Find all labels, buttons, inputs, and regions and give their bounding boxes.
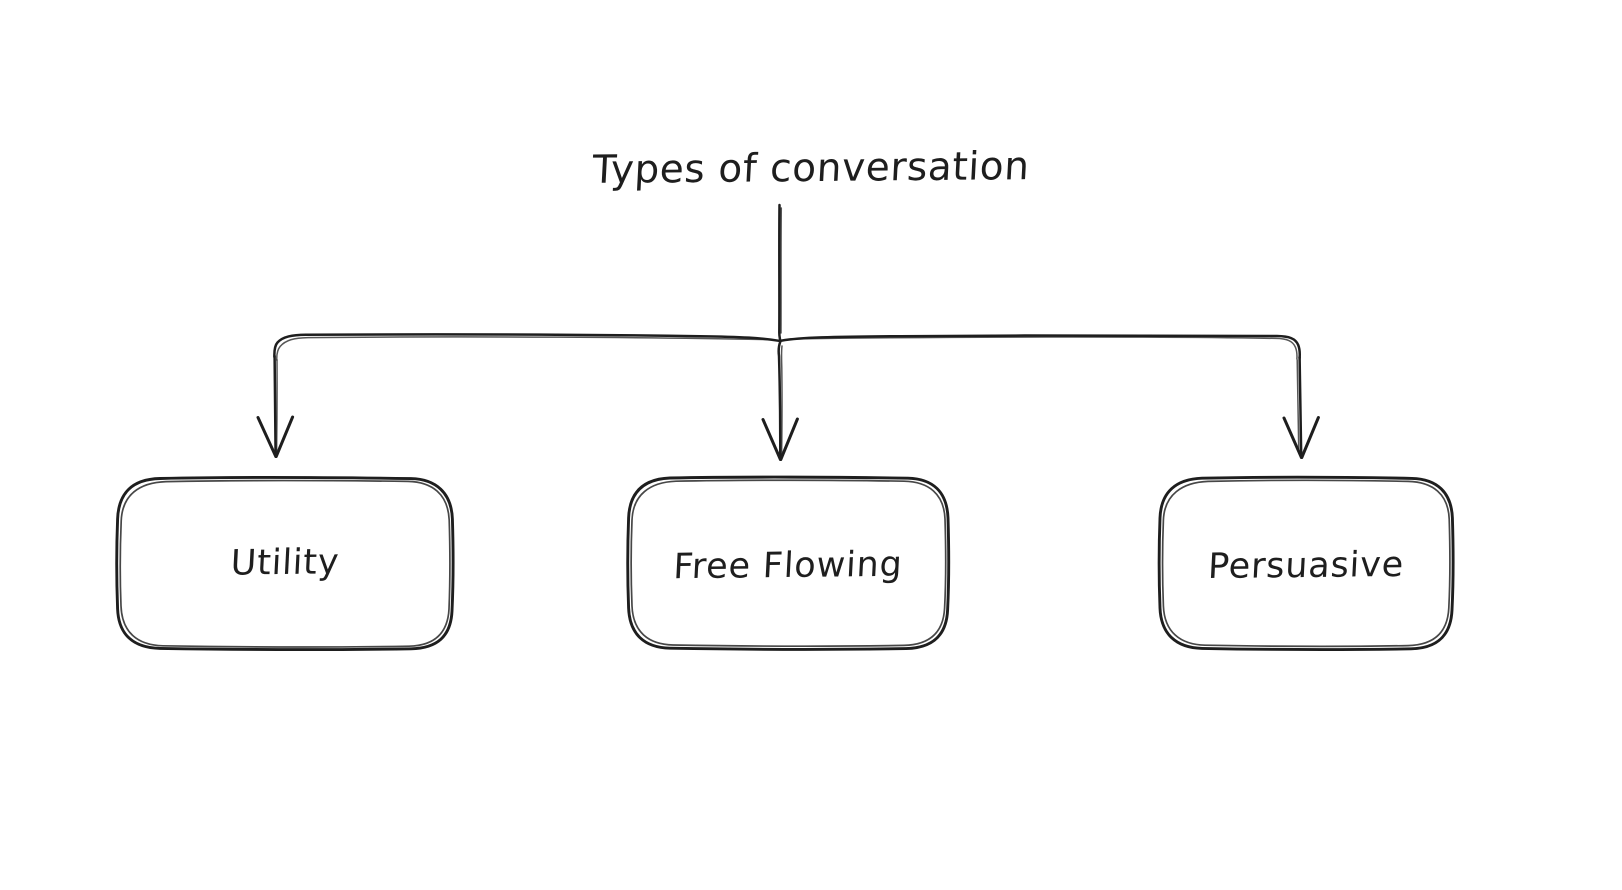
arrowhead-free-flowing — [761, 417, 799, 461]
connector-root-stem — [778, 203, 783, 342]
connector-drop-persuasive — [1296, 355, 1303, 458]
node-box-free-flowing[interactable] — [626, 475, 951, 651]
connector-drop-free-flowing — [777, 340, 783, 460]
node-label-free-flowing[interactable]: Free Flowing — [672, 544, 904, 588]
arrowhead-utility — [256, 415, 295, 458]
connector-group — [256, 203, 1320, 461]
connector-bus-right — [780, 334, 1302, 360]
node-box-persuasive[interactable] — [1157, 475, 1455, 651]
connector-bus-left — [273, 333, 781, 361]
node-label-utility[interactable]: Utility — [229, 542, 341, 584]
arrowhead-persuasive — [1282, 416, 1320, 459]
connector-drop-utility — [273, 354, 278, 457]
node-box-utility[interactable] — [115, 476, 455, 651]
node-label-persuasive[interactable]: Persuasive — [1206, 544, 1405, 588]
